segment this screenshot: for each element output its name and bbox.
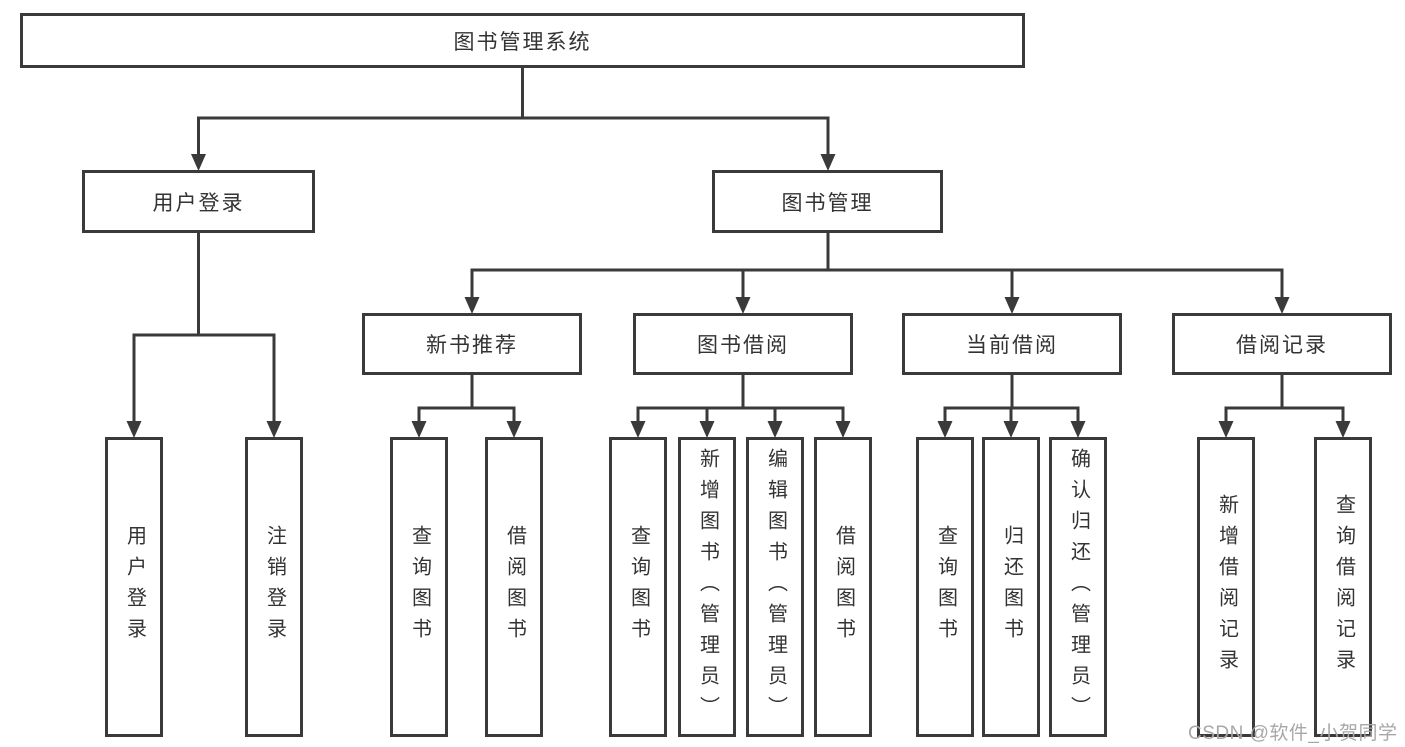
node-borrowing-records-label: 借阅记录 <box>1236 334 1328 357</box>
leaf-logout: 注销登录 <box>245 437 303 737</box>
node-user-login-branch-label: 用户登录 <box>152 191 245 215</box>
csdn-watermark: CSDN @软件_小贺同学 <box>1188 723 1398 744</box>
node-book-borrowing-label: 图书借阅 <box>697 334 789 357</box>
leaf-add-book-admin: 新增图书（管理员） <box>678 437 736 737</box>
leaf-borrow-book-recommend-label: 借阅图书 <box>503 525 526 649</box>
node-book-management-label: 图书管理 <box>781 191 874 215</box>
leaf-query-book-current: 查询图书 <box>916 437 974 737</box>
node-new-book-recommendation: 新书推荐 <box>362 313 582 375</box>
node-book-borrowing: 图书借阅 <box>633 313 853 375</box>
leaf-user-login-label: 用户登录 <box>123 525 146 649</box>
leaf-confirm-return-admin-label: 确认归还（管理员） <box>1067 447 1090 727</box>
node-library-system: 图书管理系统 <box>20 13 1025 68</box>
leaf-query-book-current-label: 查询图书 <box>934 525 957 649</box>
leaf-query-book-borrowing-label: 查询图书 <box>627 525 650 649</box>
leaf-query-borrow-record-label: 查询借阅记录 <box>1332 494 1355 680</box>
node-book-management: 图书管理 <box>712 170 943 233</box>
leaf-borrow-book: 借阅图书 <box>814 437 872 737</box>
leaf-add-book-admin-label: 新增图书（管理员） <box>696 447 719 727</box>
node-library-system-label: 图书管理系统 <box>453 30 592 54</box>
leaf-user-login: 用户登录 <box>105 437 163 737</box>
leaf-return-book: 归还图书 <box>982 437 1040 737</box>
leaf-query-book-borrowing: 查询图书 <box>609 437 667 737</box>
leaf-borrow-book-recommend: 借阅图书 <box>485 437 543 737</box>
arrowheads <box>126 154 1351 438</box>
leaf-edit-book-admin-label: 编辑图书（管理员） <box>764 447 787 727</box>
node-user-login-branch: 用户登录 <box>82 170 315 233</box>
node-borrowing-records: 借阅记录 <box>1172 313 1392 375</box>
leaf-edit-book-admin: 编辑图书（管理员） <box>746 437 804 737</box>
leaf-query-book-recommend: 查询图书 <box>390 437 448 737</box>
leaf-query-borrow-record: 查询借阅记录 <box>1314 437 1372 737</box>
leaf-confirm-return-admin: 确认归还（管理员） <box>1049 437 1107 737</box>
node-new-book-recommendation-label: 新书推荐 <box>426 334 518 357</box>
leaf-return-book-label: 归还图书 <box>1000 525 1023 649</box>
leaf-borrow-book-label: 借阅图书 <box>832 525 855 649</box>
leaf-add-borrow-record-label: 新增借阅记录 <box>1215 494 1238 680</box>
leaf-logout-label: 注销登录 <box>263 525 286 649</box>
node-current-borrowing: 当前借阅 <box>902 313 1122 375</box>
leaf-add-borrow-record: 新增借阅记录 <box>1197 437 1255 737</box>
connector-stems <box>132 68 1345 425</box>
leaf-query-book-recommend-label: 查询图书 <box>408 525 431 649</box>
node-current-borrowing-label: 当前借阅 <box>966 334 1058 357</box>
